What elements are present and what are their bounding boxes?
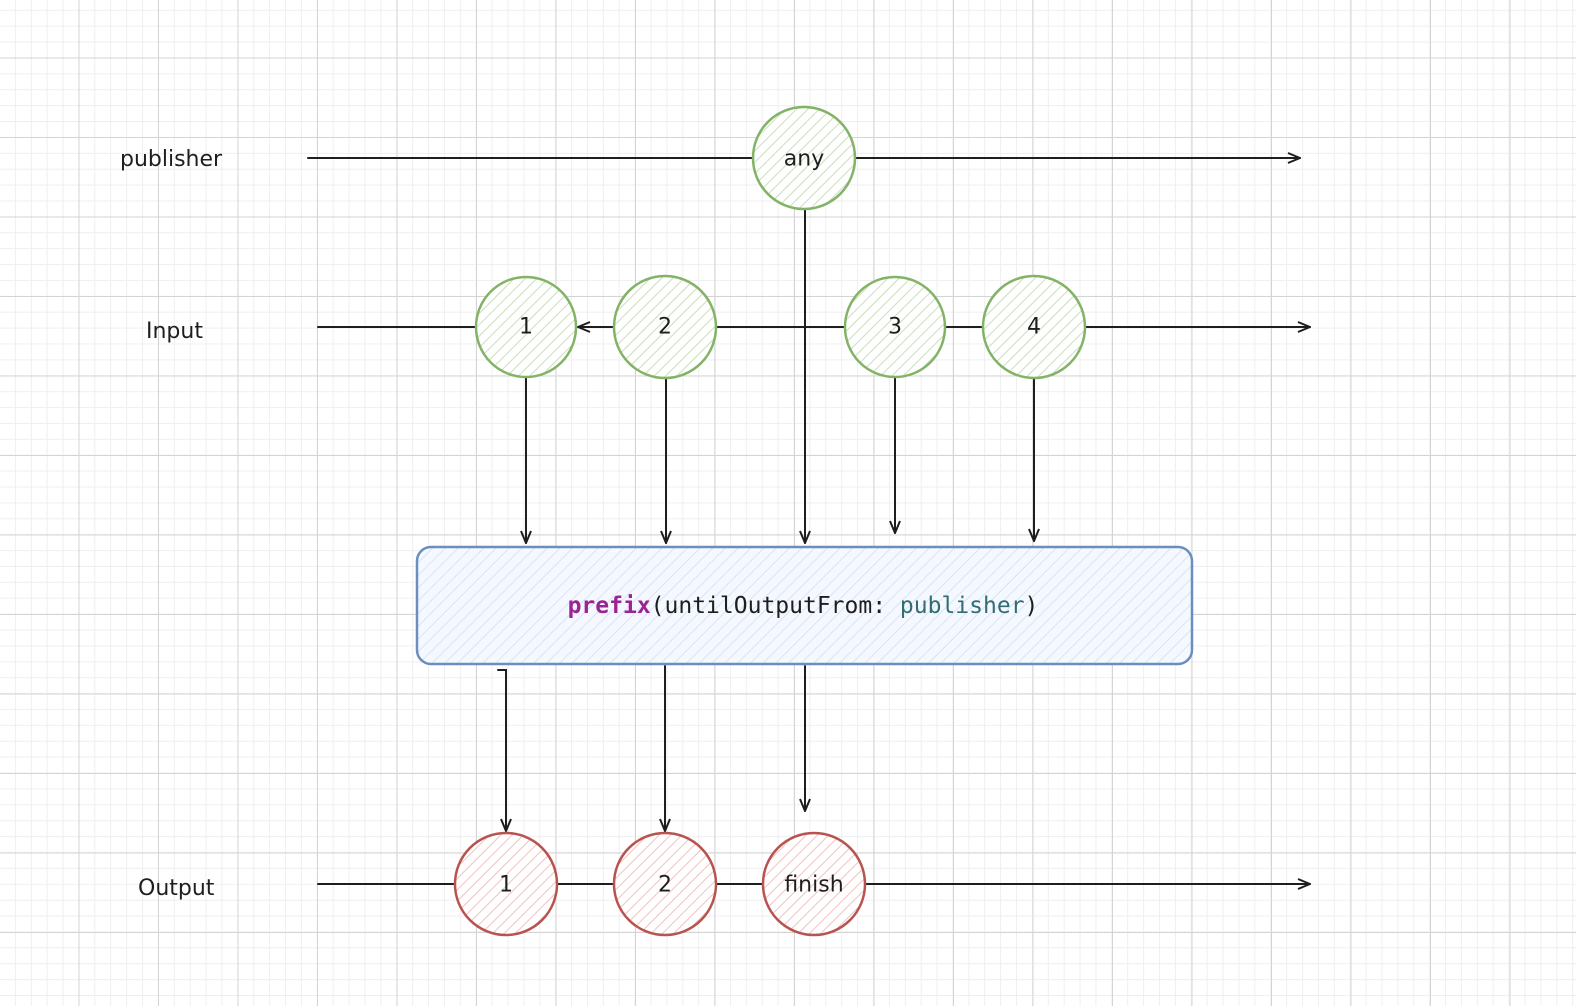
output-node-2: 2 [612, 831, 718, 937]
operator-keyword: prefix [568, 593, 651, 619]
input-node-2-label: 2 [658, 315, 672, 340]
output-node-finish: finish [761, 831, 867, 937]
operator-label: prefix(untilOutputFrom: publisher) [568, 593, 1039, 619]
operator-param: publisher [900, 593, 1025, 619]
input-node-4: 4 [981, 274, 1087, 380]
operator-box: prefix(untilOutputFrom: publisher) [415, 545, 1194, 666]
input-node-3-label: 3 [888, 315, 902, 340]
input-node-4-label: 4 [1027, 315, 1041, 340]
arrow-operator-to-output-1 [497, 669, 512, 832]
operator-open: (untilOutputFrom: [651, 593, 900, 619]
publisher-node-any: any [751, 105, 857, 211]
lane-label-output: Output [138, 876, 215, 901]
output-node-1-label: 1 [499, 873, 513, 898]
lane-label-publisher: publisher [120, 147, 223, 172]
output-node-2-label: 2 [658, 873, 672, 898]
output-node-finish-label: finish [784, 873, 843, 898]
lane-label-input: Input [146, 319, 203, 344]
input-node-2: 2 [612, 274, 718, 380]
operator-close: ) [1025, 593, 1039, 619]
input-node-3: 3 [843, 275, 947, 379]
output-node-1: 1 [453, 831, 559, 937]
input-node-1-label: 1 [519, 315, 533, 340]
input-node-1: 1 [474, 275, 578, 379]
publisher-node-label: any [784, 147, 824, 172]
